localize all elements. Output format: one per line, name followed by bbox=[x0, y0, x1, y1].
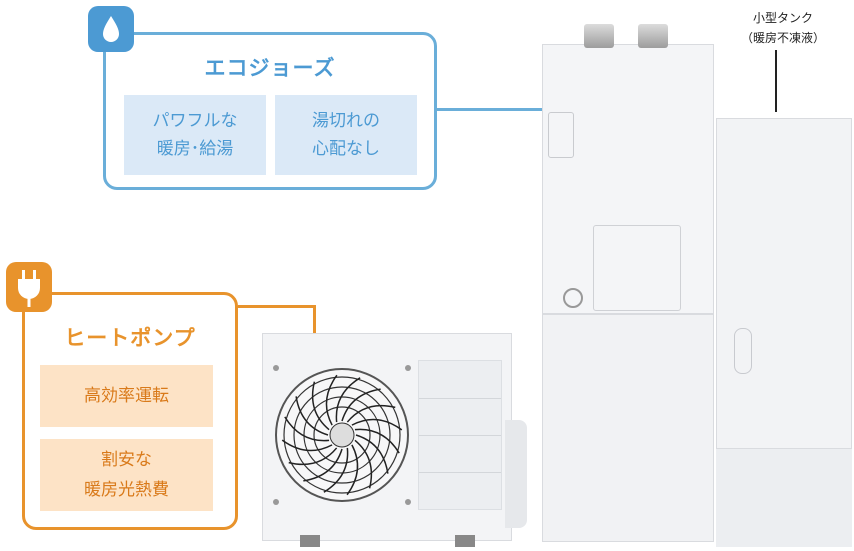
exhaust-pipe-icon bbox=[584, 24, 614, 48]
electric-plug-icon bbox=[18, 270, 40, 307]
small-tank-leader-line bbox=[775, 50, 777, 112]
boiler-door bbox=[548, 112, 574, 158]
heat-pump-connector-line bbox=[238, 305, 316, 308]
gas-boiler-unit bbox=[542, 44, 714, 314]
unit-foot bbox=[300, 535, 320, 547]
eco-feature-powerful: パワフルな 暖房･給湯 bbox=[124, 95, 266, 175]
water-drop-icon bbox=[103, 16, 119, 42]
outdoor-unit-louver bbox=[418, 360, 502, 510]
hp-feature-cheap-heating: 割安な 暖房光熱費 bbox=[40, 439, 213, 511]
boiler-panel bbox=[593, 225, 681, 311]
eco-connector-line bbox=[437, 108, 542, 111]
tank-handle bbox=[734, 328, 752, 374]
small-tank-label: 小型タンク （暖房不凍液） bbox=[740, 11, 825, 45]
eco-jozu-badge bbox=[88, 6, 134, 52]
heat-pump-badge bbox=[6, 262, 52, 312]
exhaust-pipe-icon bbox=[638, 24, 668, 48]
boiler-lower-cabinet bbox=[542, 314, 714, 542]
knob-icon bbox=[563, 288, 583, 308]
eco-feature-no-shortage: 湯切れの 心配なし bbox=[275, 95, 417, 175]
fan-grille-icon bbox=[273, 365, 411, 505]
eco-jozu-title: エコジョーズ bbox=[204, 56, 336, 80]
heat-pump-title: ヒートポンプ bbox=[64, 326, 196, 350]
unit-foot bbox=[455, 535, 475, 547]
tank-base bbox=[716, 448, 852, 547]
hp-feature-efficient: 高効率運転 bbox=[40, 365, 213, 427]
outdoor-unit-side bbox=[505, 420, 527, 528]
heat-pump-connector-line bbox=[313, 305, 316, 333]
